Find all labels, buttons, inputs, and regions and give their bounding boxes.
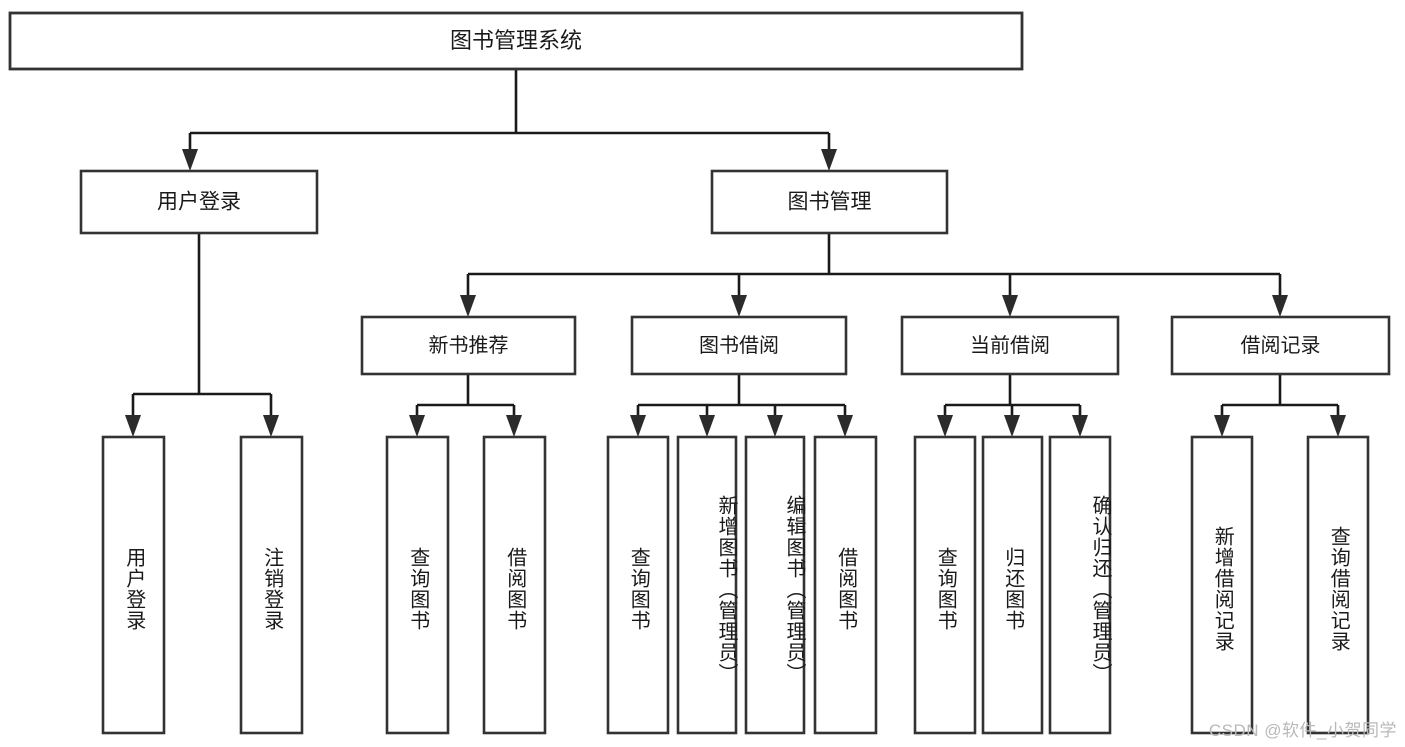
arrow-head-icon-userlogin-0: [125, 415, 141, 437]
node-box-leaf-query-borrow-record[interactable]: [1306, 435, 1370, 735]
node-box-new-book-rec[interactable]: [360, 315, 577, 376]
node-box-leaf-add-borrow-record[interactable]: [1190, 435, 1254, 735]
node-box-leaf-borrow-book-2[interactable]: [813, 435, 878, 735]
node-box-book-manage[interactable]: [710, 169, 949, 235]
node-box-book-borrow[interactable]: [630, 315, 848, 376]
node-box-current-borrow[interactable]: [900, 315, 1120, 376]
arrow-head-icon-userlogin-1: [263, 415, 279, 437]
arrow-head-icon-root-0: [182, 149, 198, 171]
arrow-head-icon-leaf-1: [506, 415, 522, 437]
arrow-head-icon-leaf-8: [1072, 415, 1088, 437]
node-label-borrow-record: 借阅记录: [1241, 334, 1321, 357]
node-box-leaf-add-book-admin[interactable]: [676, 435, 738, 735]
node-box-leaf-user-login[interactable]: [101, 435, 166, 735]
arrow-head-icon-bookmanage-3: [1272, 295, 1288, 317]
node-box-leaf-query-book-2[interactable]: [606, 435, 670, 735]
node-box-root[interactable]: [8, 11, 1024, 71]
node-label-new-book-rec: 新书推荐: [429, 334, 509, 357]
node-label-current-borrow: 当前借阅: [970, 334, 1050, 357]
arrow-head-icon-bookmanage-2: [1002, 295, 1018, 317]
node-label-user-login: 用户登录: [157, 191, 241, 214]
arrow-head-icon-leaf-10: [1330, 415, 1346, 437]
arrow-head-icon-bookmanage-0: [460, 295, 476, 317]
arrow-head-icon-leaf-6: [937, 415, 953, 437]
arrow-head-icon-root-1: [821, 149, 837, 171]
node-box-leaf-query-book-3[interactable]: [913, 435, 977, 735]
node-box-user-login[interactable]: [79, 169, 319, 235]
arrow-head-icon-leaf-0: [409, 415, 425, 437]
node-box-leaf-edit-book-admin[interactable]: [744, 435, 806, 735]
watermark-text: CSDN @软件_小贺同学: [1208, 721, 1397, 740]
node-box-borrow-record[interactable]: [1170, 315, 1391, 376]
arrow-head-icon-leaf-9: [1214, 415, 1230, 437]
node-label-book-manage: 图书管理: [788, 191, 872, 214]
node-box-leaf-confirm-return-admin[interactable]: [1048, 435, 1112, 735]
node-box-leaf-return-book[interactable]: [981, 435, 1044, 735]
arrow-head-icon-leaf-3: [699, 415, 715, 437]
arrow-head-icon-bookmanage-1: [731, 295, 747, 317]
arrow-head-icon-leaf-5: [837, 415, 853, 437]
node-box-leaf-borrow-book-1[interactable]: [482, 435, 547, 735]
boxes-layer: [8, 11, 1391, 735]
arrow-head-icon-leaf-2: [630, 415, 646, 437]
node-box-leaf-query-book-1[interactable]: [385, 435, 450, 735]
node-label-root: 图书管理系统: [450, 28, 582, 53]
arrow-head-icon-leaf-7: [1004, 415, 1020, 437]
node-label-book-borrow: 图书借阅: [699, 334, 779, 357]
connectors-layer: [125, 69, 1346, 437]
node-box-leaf-user-logout[interactable]: [239, 435, 304, 735]
arrow-head-icon-leaf-4: [767, 415, 783, 437]
